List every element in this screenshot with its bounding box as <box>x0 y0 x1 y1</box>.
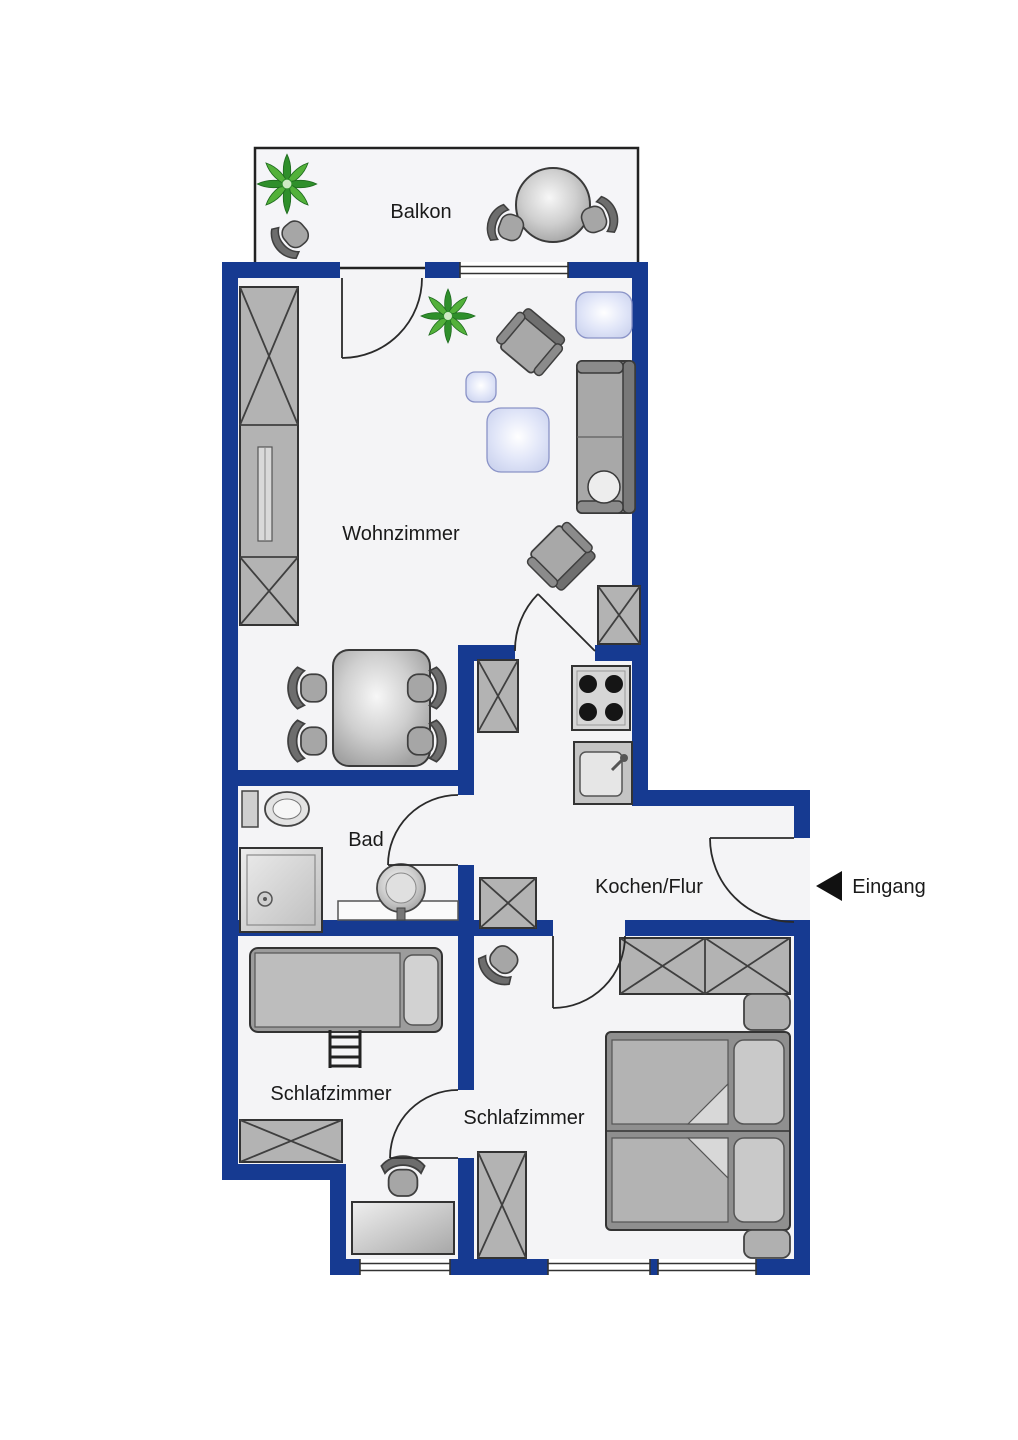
room-label-kochen-flur: Kochen/Flur <box>595 876 703 898</box>
wall <box>650 1259 658 1275</box>
door-bathroom <box>387 794 459 866</box>
bathroom-sink <box>337 863 459 921</box>
wall <box>568 262 648 278</box>
kitchen-cabinet <box>477 659 519 733</box>
wall <box>458 645 474 795</box>
dining-set <box>287 649 447 767</box>
kitchen-sink <box>573 741 633 805</box>
nightstand <box>743 1229 791 1259</box>
room-label-wohnzimmer: Wohnzimmer <box>342 523 460 545</box>
wall <box>330 1164 346 1275</box>
nightstand <box>743 993 791 1031</box>
wall <box>330 1259 360 1275</box>
wall <box>450 1259 548 1275</box>
wall <box>222 262 238 1180</box>
stove <box>571 665 631 731</box>
door-entrance <box>709 837 795 923</box>
sofa <box>576 360 636 514</box>
side-table-corner <box>575 291 633 339</box>
double-bed <box>605 1031 791 1231</box>
entrance-arrow-icon <box>816 871 842 901</box>
room-label-bad: Bad <box>348 829 384 851</box>
wall <box>458 645 515 661</box>
wall <box>625 920 810 936</box>
room-label-schlafzimmer-links: Schlafzimmer <box>270 1083 391 1105</box>
window-bottom-left <box>359 1259 451 1275</box>
wall <box>222 262 340 278</box>
balcony-round-table <box>515 167 591 243</box>
windows <box>359 262 757 1275</box>
entrance-label: Eingang <box>852 876 925 898</box>
window-bottom-middle <box>547 1259 651 1275</box>
wall <box>222 1164 346 1180</box>
door-bedroom-left <box>389 1089 459 1159</box>
door-bedroom-right <box>552 935 626 1009</box>
door-swings <box>341 277 795 1159</box>
bed-ladder <box>328 1030 362 1068</box>
desk <box>351 1201 455 1255</box>
plant-icon <box>420 288 476 344</box>
kitchen-furniture <box>477 659 633 929</box>
window-bottom-right <box>657 1259 757 1275</box>
wall <box>222 770 474 786</box>
wall <box>794 922 810 1275</box>
door-livingroom-hall <box>514 593 596 652</box>
wardrobe-livingroom <box>239 286 299 626</box>
wall <box>458 865 474 1090</box>
side-table <box>465 371 497 403</box>
cabinet-corner <box>597 585 641 645</box>
bedroom-left-furniture <box>239 947 455 1255</box>
wall <box>632 262 648 806</box>
cabinet-bedroom-right <box>477 1151 527 1259</box>
wall <box>794 790 810 838</box>
shower <box>239 847 323 933</box>
bathroom-furniture <box>239 790 459 933</box>
dining-table <box>332 649 431 767</box>
wall <box>458 1158 474 1275</box>
room-label-schlafzimmer-rechts: Schlafzimmer <box>463 1107 584 1129</box>
plant-icon <box>256 153 318 215</box>
wall <box>648 790 810 806</box>
door-balcony <box>341 277 423 359</box>
room-label-balkon: Balkon <box>390 201 451 223</box>
hall-cabinet <box>479 877 537 929</box>
livingroom-furniture <box>239 286 641 767</box>
window-balcony-door <box>459 262 569 278</box>
wardrobe-bedroom-left <box>239 1119 343 1163</box>
toilet <box>241 790 310 828</box>
wardrobe-bedroom-right <box>619 937 791 995</box>
wall <box>595 645 648 661</box>
rug <box>486 407 550 473</box>
balcony-furniture <box>256 153 624 265</box>
room-labels: Balkon Wohnzimmer Bad Kochen/Flur Schlaf… <box>270 201 925 1129</box>
bedroom-right-furniture <box>472 936 791 1259</box>
wall <box>425 262 460 278</box>
single-bed <box>249 947 443 1033</box>
